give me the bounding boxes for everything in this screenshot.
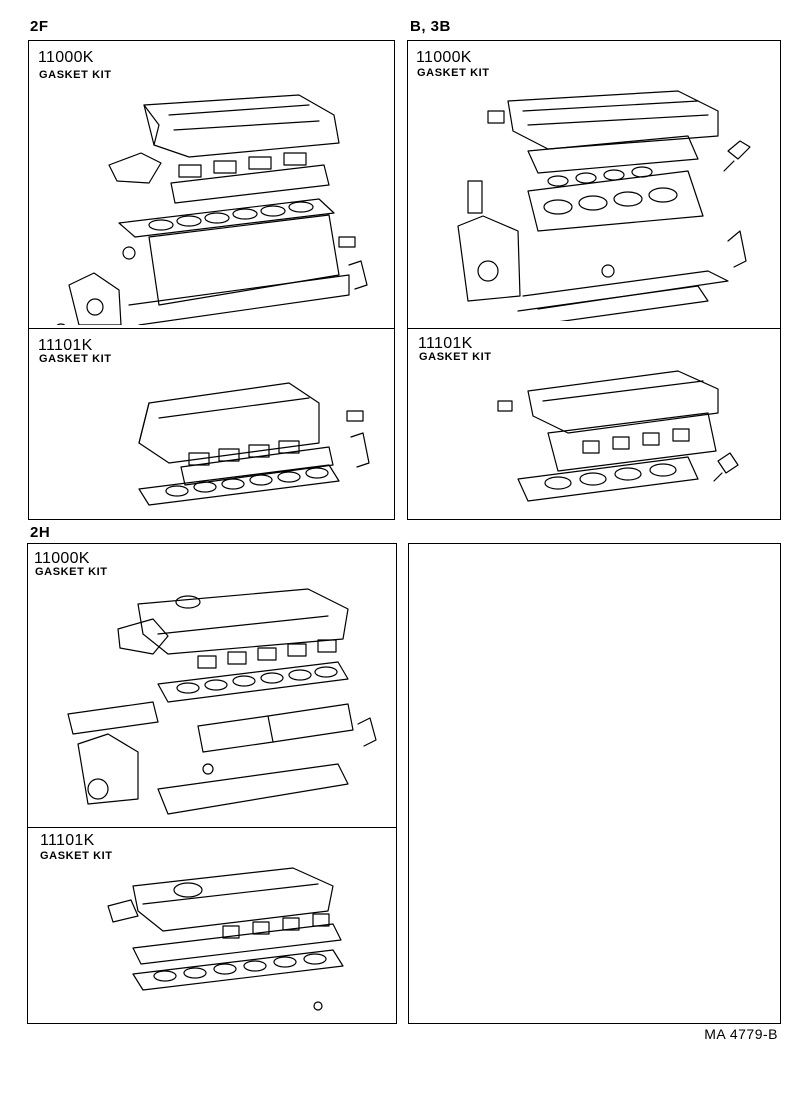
kit-name-b-3b-lower: GASKET KIT [419, 351, 492, 363]
panel-2f: 11000K GASKET KIT 11101K GASKET KIT [28, 40, 395, 520]
kit-code-2h-upper: 11000K [34, 550, 90, 567]
panel-b-3b: 11000K GASKET KIT 11101K GASKET KIT [407, 40, 781, 520]
head-illustration-2f [138, 382, 370, 506]
section-label-2h: 2H [30, 524, 51, 541]
kit-name-2h-upper: GASKET KIT [35, 566, 108, 578]
kit-code-2f-upper: 11000K [38, 49, 94, 66]
engine-illustration-2h [67, 588, 377, 815]
kit-code-b-3b-lower: 11101K [418, 335, 473, 352]
engine-illustration-2f [56, 94, 368, 325]
divider-b-3b [408, 328, 780, 329]
kit-code-2f-lower: 11101K [38, 337, 93, 354]
section-label-2f: 2F [30, 18, 49, 35]
kit-name-2h-lower: GASKET KIT [40, 850, 113, 862]
divider-2h [28, 827, 396, 828]
reference-code: MA 4779-B [704, 1026, 778, 1042]
kit-name-2f-upper: GASKET KIT [39, 69, 112, 81]
kit-code-b-3b-upper: 11000K [416, 49, 472, 66]
panel-empty [408, 543, 781, 1024]
panel-2h: 11000K GASKET KIT 11101K GASKET KIT [27, 543, 397, 1024]
kit-code-2h-lower: 11101K [40, 832, 95, 849]
divider-2f [29, 328, 394, 329]
kit-name-2f-lower: GASKET KIT [39, 353, 112, 365]
section-label-b-3b: B, 3B [410, 18, 451, 35]
engine-illustration-b-3b [457, 90, 751, 321]
head-illustration-b-3b [497, 370, 739, 502]
kit-name-b-3b-upper: GASKET KIT [417, 67, 490, 79]
head-illustration-2h [107, 867, 344, 1011]
